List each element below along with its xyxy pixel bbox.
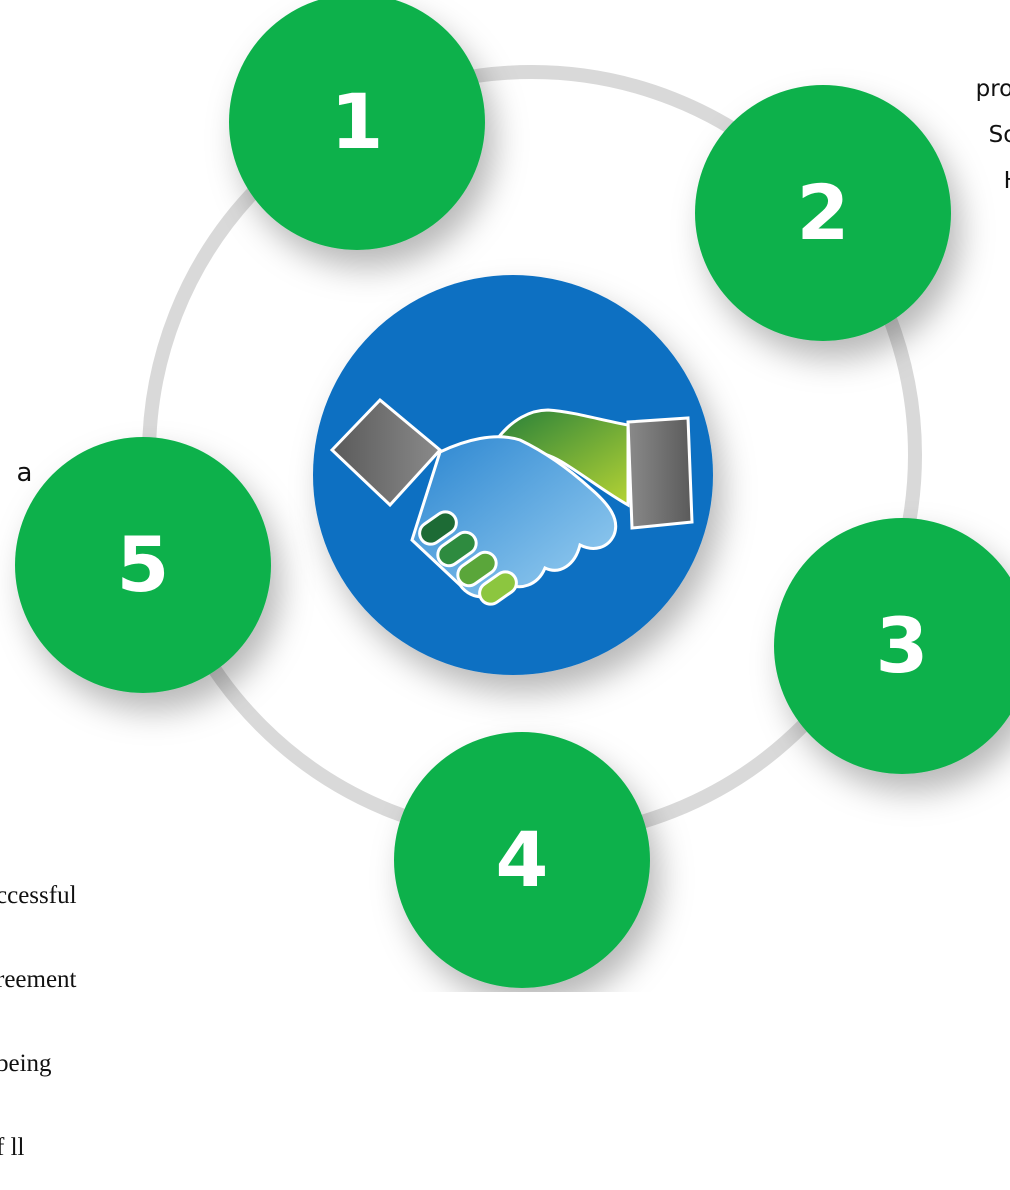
text-fragment-top-right: So,	[974, 90, 1010, 150]
text-fragment-top-right: H	[989, 136, 1010, 196]
step-2-circle	[695, 85, 951, 341]
step-2-number: 2	[797, 168, 850, 257]
step-4-circle	[394, 732, 650, 988]
text-line: H	[1004, 168, 1010, 194]
step-3-circle	[774, 518, 1010, 774]
step-1-number: 1	[331, 77, 384, 166]
text-line: pro	[975, 76, 1010, 102]
step-4-number: 4	[496, 815, 549, 904]
text-line: reement	[0, 966, 77, 993]
text-fragment-top-right: pro	[961, 44, 1010, 104]
step-5-number: 5	[117, 520, 170, 609]
step-cycle-diagram: 1 2 3 4 5	[15, 0, 1010, 988]
text-line: So,	[988, 122, 1010, 148]
text-fragment-left: a	[0, 428, 33, 488]
text-line: a	[16, 458, 33, 488]
handshake-icon	[329, 397, 694, 606]
text-line: f ll	[0, 1134, 25, 1161]
step-3-number: 3	[876, 601, 929, 690]
text-line: being	[0, 1050, 52, 1077]
step-1-circle	[229, 0, 485, 250]
text-line: ccessful	[0, 882, 77, 909]
step-5-circle	[15, 437, 271, 693]
